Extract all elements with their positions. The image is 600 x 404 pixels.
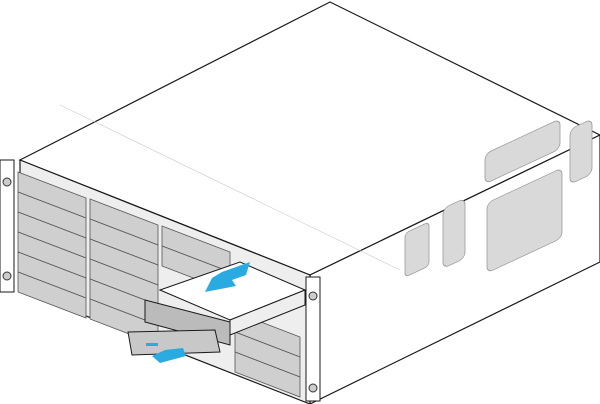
drive-bays xyxy=(17,171,301,398)
right-rack-ear xyxy=(305,276,321,402)
left-rack-ear xyxy=(0,159,15,293)
side-vents xyxy=(404,120,593,277)
drive-carrier xyxy=(127,261,307,356)
carrier-latch xyxy=(127,329,221,356)
latch-arrow-icon xyxy=(152,348,186,363)
insert-arrow-icon xyxy=(205,262,250,292)
